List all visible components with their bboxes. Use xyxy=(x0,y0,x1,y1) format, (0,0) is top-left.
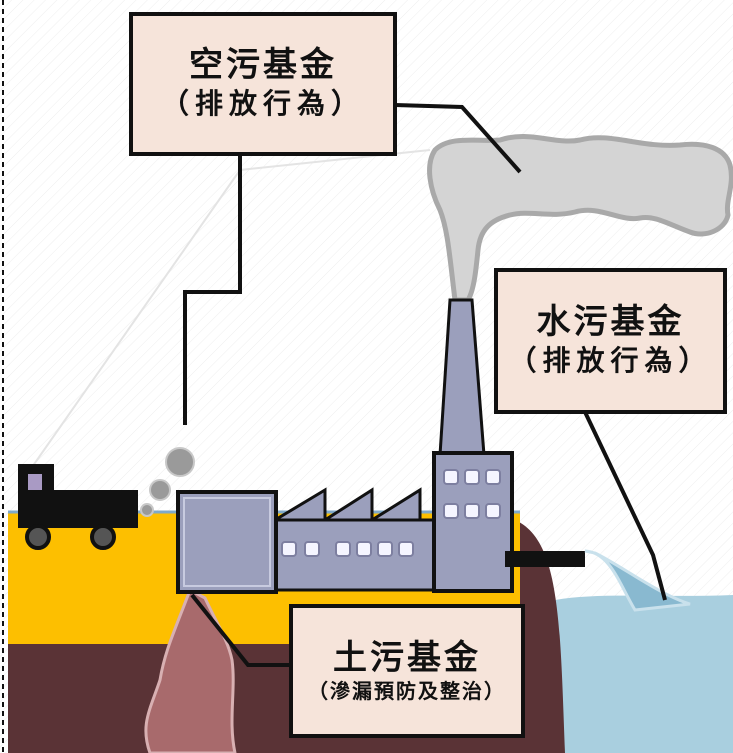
water-body xyxy=(548,595,733,753)
air-leader-line xyxy=(183,155,242,425)
air-to-smoke-leader-line xyxy=(394,103,522,174)
air-fund-subtitle: （排放行為） xyxy=(160,87,365,121)
discharge-pipe xyxy=(505,551,585,567)
soil-fund-title: 土污基金 xyxy=(333,637,481,678)
smoke-cloud-icon xyxy=(427,134,733,303)
air-fund-label: 空污基金 （排放行為） xyxy=(129,12,397,156)
air-fund-title: 空污基金 xyxy=(189,45,337,86)
soil-leader-line xyxy=(190,593,290,667)
water-fund-subtitle: （排放行為） xyxy=(508,344,713,378)
truck-icon xyxy=(18,464,138,550)
water-leader-line xyxy=(583,411,667,601)
truck-exhaust-puffs xyxy=(140,447,195,517)
factory-icon xyxy=(176,451,514,594)
water-fund-title: 水污基金 xyxy=(536,302,685,343)
soil-fund-label: 土污基金 （滲漏預防及整治） xyxy=(289,604,525,738)
soil-fund-subtitle: （滲漏預防及整治） xyxy=(308,679,506,704)
water-fund-label: 水污基金 （排放行為） xyxy=(494,268,727,414)
